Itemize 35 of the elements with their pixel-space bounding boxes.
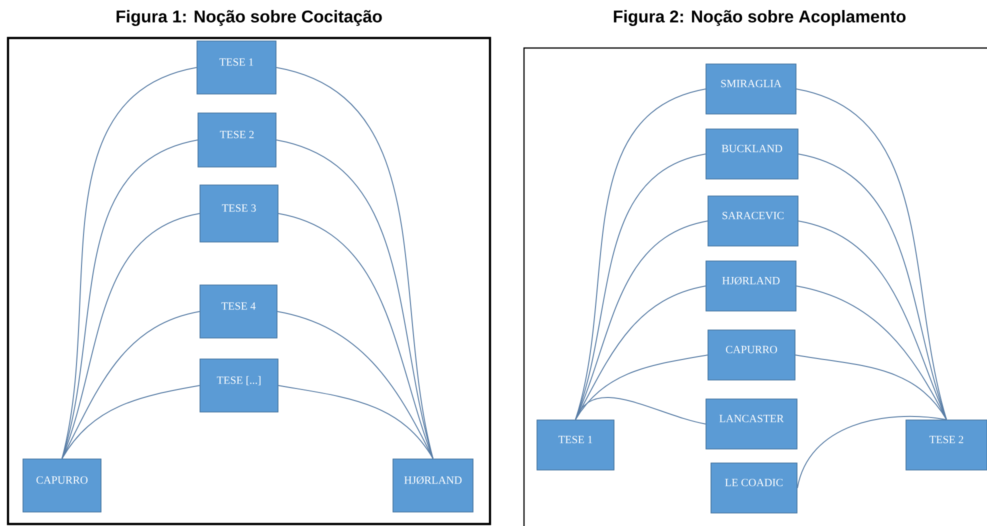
connector-line <box>62 213 200 460</box>
name-box: HJØRLAND <box>392 458 474 512</box>
name-box: TESE 3 <box>200 184 278 242</box>
name-box: TESE 2 <box>198 112 276 168</box>
name-box: TESE [...] <box>200 358 278 412</box>
figure-title: Figura 2: Noção sobre Acoplamento <box>614 10 906 26</box>
connector-line <box>276 311 434 460</box>
connector-line <box>276 140 434 460</box>
name-box: CAPURRO <box>708 330 796 380</box>
name-box: TESE 1 <box>536 420 614 470</box>
connector-line <box>278 385 434 460</box>
connector-line <box>796 416 947 488</box>
connector-line <box>796 88 947 420</box>
name-box: HJØRLAND <box>706 260 796 312</box>
name-box: BUCKLAND <box>706 128 798 180</box>
name-box: LE COADIC <box>710 462 798 514</box>
figure-title: Figura 1: Noção sobre Cocitação <box>116 10 382 26</box>
connector-line <box>796 286 947 420</box>
connector-line <box>575 88 706 420</box>
connector-line <box>278 213 434 460</box>
connector-line <box>794 354 947 420</box>
name-box: TESE 2 <box>906 420 987 470</box>
name-box: LANCASTER <box>706 398 798 450</box>
name-box: TESE 1 <box>196 40 276 94</box>
connector-line <box>62 385 200 460</box>
name-box: SARACEVIC <box>708 196 798 246</box>
connector-line <box>62 311 200 460</box>
name-box: SMIRAGLIA <box>706 64 796 114</box>
connector-line <box>575 220 708 420</box>
connector-line <box>798 220 947 420</box>
name-box: TESE 4 <box>200 284 278 338</box>
name-box: CAPURRO <box>22 458 102 512</box>
connector-line <box>62 140 198 460</box>
connector-line <box>575 397 706 424</box>
connector-line <box>575 354 708 420</box>
